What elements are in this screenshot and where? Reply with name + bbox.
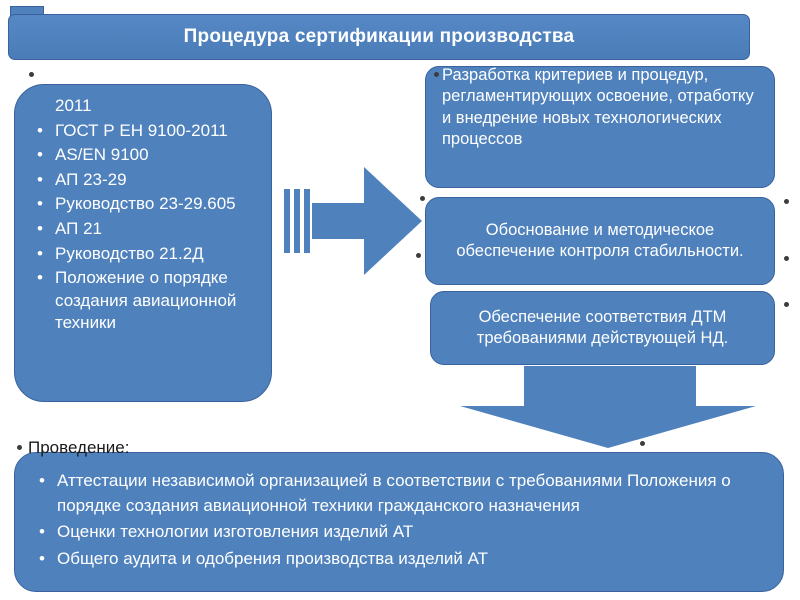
stray-bullet-dot [784, 199, 789, 204]
criteria-box: Разработка критериев и процедур, регламе… [425, 66, 775, 188]
stray-bullet-dot [784, 256, 789, 261]
standards-list-item: AS/EN 9100 [33, 144, 257, 167]
flow-arrow-right [312, 167, 422, 275]
conduct-list: Аттестации независимой организацией в со… [35, 469, 763, 572]
compliance-text: Обеспечение соответствия ДТМ требованиям… [476, 307, 729, 347]
arrow-tail-bar [294, 189, 300, 253]
standards-list-item: АП 21 [33, 218, 257, 241]
flow-arrow-right-group [284, 167, 422, 275]
flow-arrow-down [460, 366, 756, 448]
stray-bullet-dot [434, 72, 439, 77]
arrow-tail-bar [284, 189, 290, 253]
standards-list-item: Руководство 23-29.605 [33, 193, 257, 216]
criteria-text: Разработка критериев и процедур, регламе… [442, 66, 754, 149]
conduct-list-item: Общего аудита и одобрения производства и… [35, 547, 763, 572]
arrow-tail-bar [304, 189, 310, 253]
compliance-box: Обеспечение соответствия ДТМ требованиям… [430, 291, 775, 365]
conduct-list-item: Аттестации независимой организацией в со… [35, 469, 763, 518]
standards-box: 2011 ГОСТ Р ЕН 9100-2011 AS/EN 9100 АП 2… [14, 84, 272, 402]
slide-header: Процедура сертификации производства [8, 14, 750, 60]
standards-list-item: Руководство 21.2Д [33, 243, 257, 266]
stray-bullet-dot [17, 445, 22, 450]
conduct-list-item: Оценки технологии изготовления изделий А… [35, 520, 763, 545]
stray-bullet-dot [640, 441, 645, 446]
stability-text: Обоснование и методическое обеспечение к… [456, 220, 744, 260]
standards-list-item: АП 23-29 [33, 169, 257, 192]
slide-title: Процедура сертификации производства [183, 26, 575, 47]
standards-list-item: ГОСТ Р ЕН 9100-2011 [33, 120, 257, 143]
stray-bullet-dot [29, 72, 34, 77]
stray-bullet-dot [416, 253, 421, 258]
standards-list: 2011 ГОСТ Р ЕН 9100-2011 AS/EN 9100 АП 2… [33, 95, 257, 335]
stray-bullet-dot [784, 302, 789, 307]
conduct-box: Аттестации независимой организацией в со… [14, 452, 784, 592]
standards-list-item: Положение о порядке создания авиационной… [33, 267, 257, 335]
standards-list-item: 2011 [55, 96, 92, 115]
stray-bullet-dot [420, 196, 425, 201]
stability-box: Обоснование и методическое обеспечение к… [425, 197, 775, 285]
provedenie-label: Проведение: [28, 438, 130, 457]
